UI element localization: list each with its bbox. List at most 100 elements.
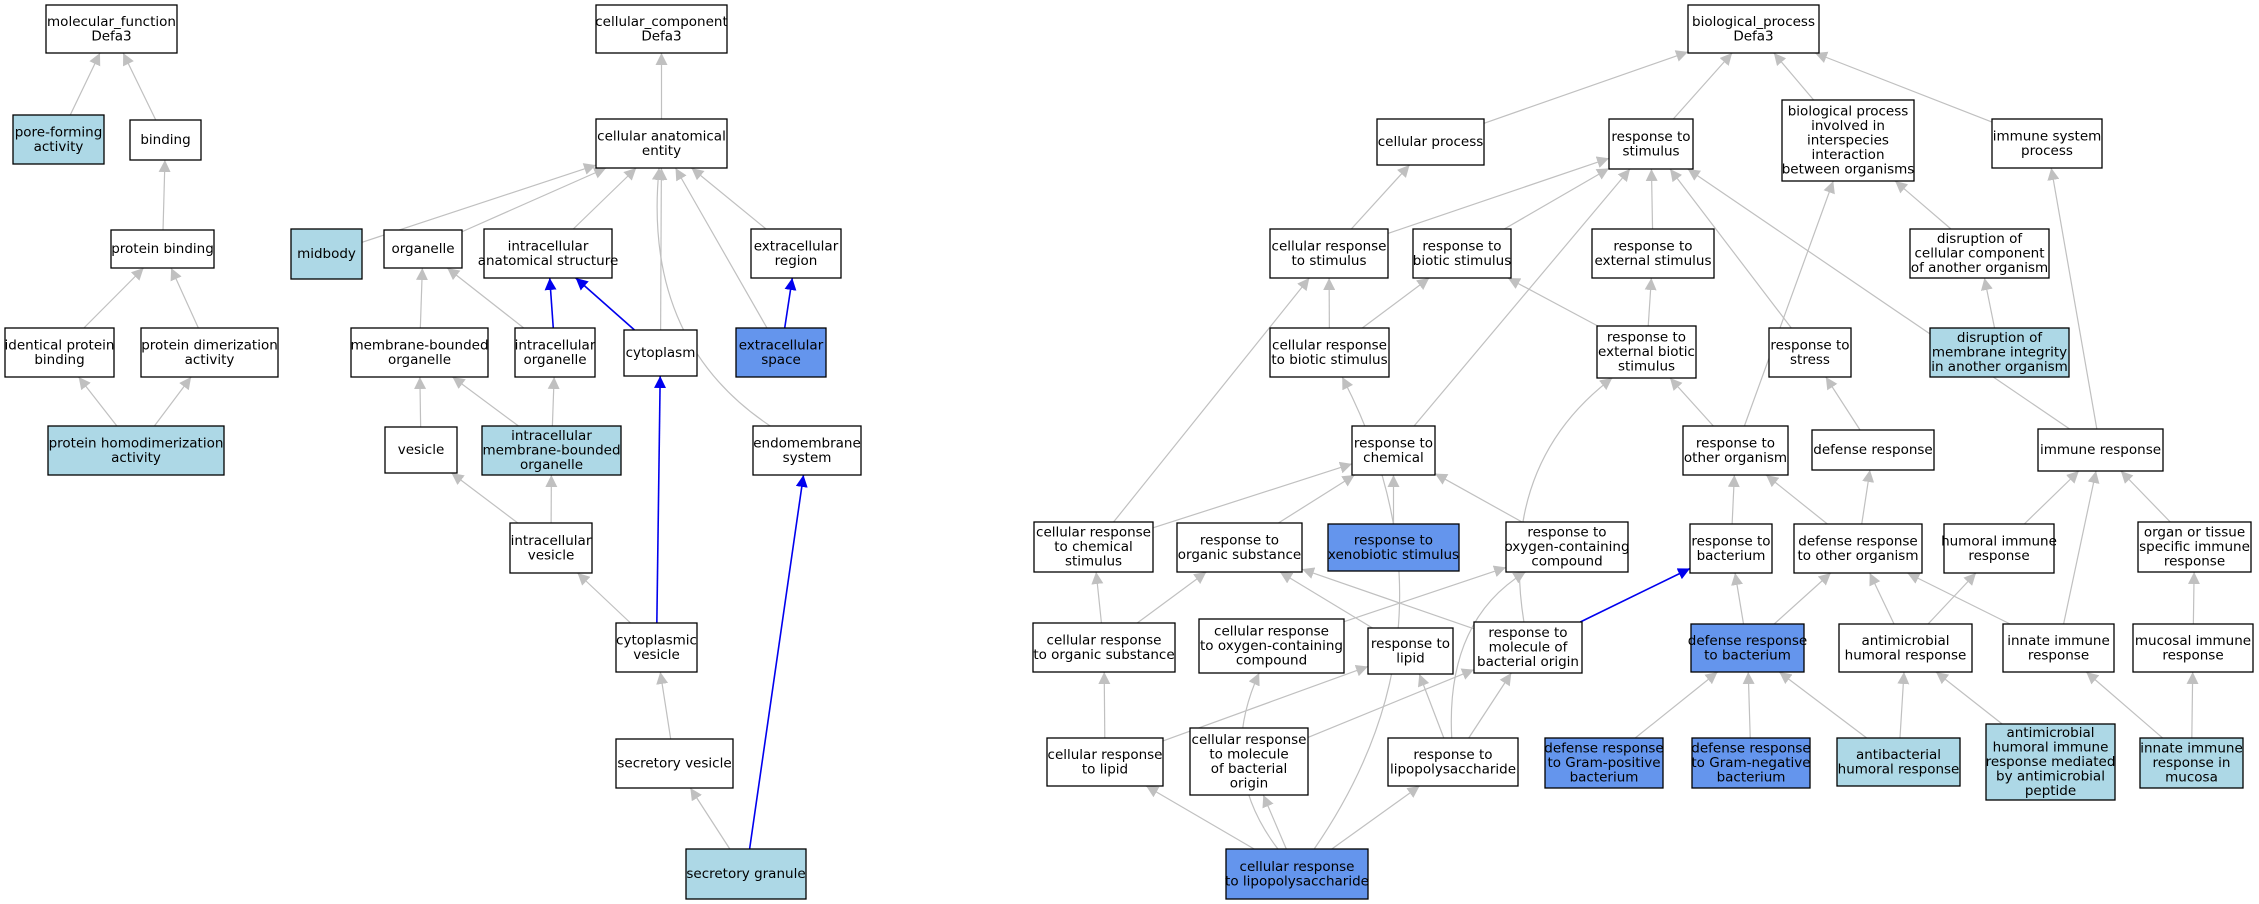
term-node-vesicle[interactable]: vesicle xyxy=(384,426,458,474)
term-label-line: humoral immune xyxy=(1993,740,2109,756)
term-label-line: bacterium xyxy=(1697,548,1766,564)
term-box xyxy=(1327,523,1460,572)
term-node-binding[interactable]: binding xyxy=(129,119,202,161)
term-box xyxy=(685,848,807,900)
edge-rb-to-roo xyxy=(1727,474,1740,525)
edge-crocc-to-rocc xyxy=(1343,565,1507,623)
term-node-cyto[interactable]: cytoplasm xyxy=(623,329,698,377)
term-label-line: organic substance xyxy=(1178,547,1301,563)
term-node-ir[interactable]: immune response xyxy=(2037,428,2164,472)
term-box xyxy=(615,738,734,789)
term-node-sv[interactable]: secretory vesicle xyxy=(615,738,734,789)
term-box xyxy=(1768,327,1852,378)
term-box xyxy=(1682,425,1789,476)
term-box xyxy=(2132,623,2254,673)
term-node-midbody[interactable]: midbody xyxy=(290,228,363,280)
term-label-line: in another organism xyxy=(1931,359,2068,375)
edge-cros-to-crcs xyxy=(1091,571,1104,624)
edge-roo-to-rebs xyxy=(1669,377,1714,427)
term-label-line: cellular component xyxy=(1914,246,2044,262)
term-box xyxy=(1591,228,1715,279)
term-node-cp[interactable]: cellular process xyxy=(1376,118,1485,166)
term-label-line: cellular response xyxy=(1214,624,1329,640)
term-label-line: organ or tissue xyxy=(2144,525,2245,541)
term-label-line: Defa3 xyxy=(1733,28,1773,44)
edge-drb-to-droo xyxy=(1773,572,1832,625)
term-label-line: intracellular xyxy=(508,238,589,254)
term-label-line: membrane-bounded xyxy=(350,337,488,353)
edge-layer xyxy=(69,50,2200,850)
term-node-organelle[interactable]: organelle xyxy=(383,229,463,269)
term-label-line: entity xyxy=(642,143,681,159)
edge-cv-to-iv xyxy=(577,572,631,624)
term-label-line: space xyxy=(761,352,801,368)
term-box xyxy=(623,329,698,377)
term-box xyxy=(2037,428,2164,472)
term-label-line: binding xyxy=(140,132,190,148)
term-label-line: response to xyxy=(1488,625,1567,641)
term-label-line: bacterium xyxy=(1717,770,1786,786)
term-label-line: interspecies xyxy=(1807,133,1889,149)
term-node-sg[interactable]: secretory granule xyxy=(685,848,807,900)
term-node-pbind[interactable]: protein binding xyxy=(110,229,215,269)
term-box xyxy=(1691,737,1811,789)
term-node-dr[interactable]: defense response xyxy=(1811,429,1935,471)
edge-dr-to-rstress xyxy=(1825,376,1861,431)
